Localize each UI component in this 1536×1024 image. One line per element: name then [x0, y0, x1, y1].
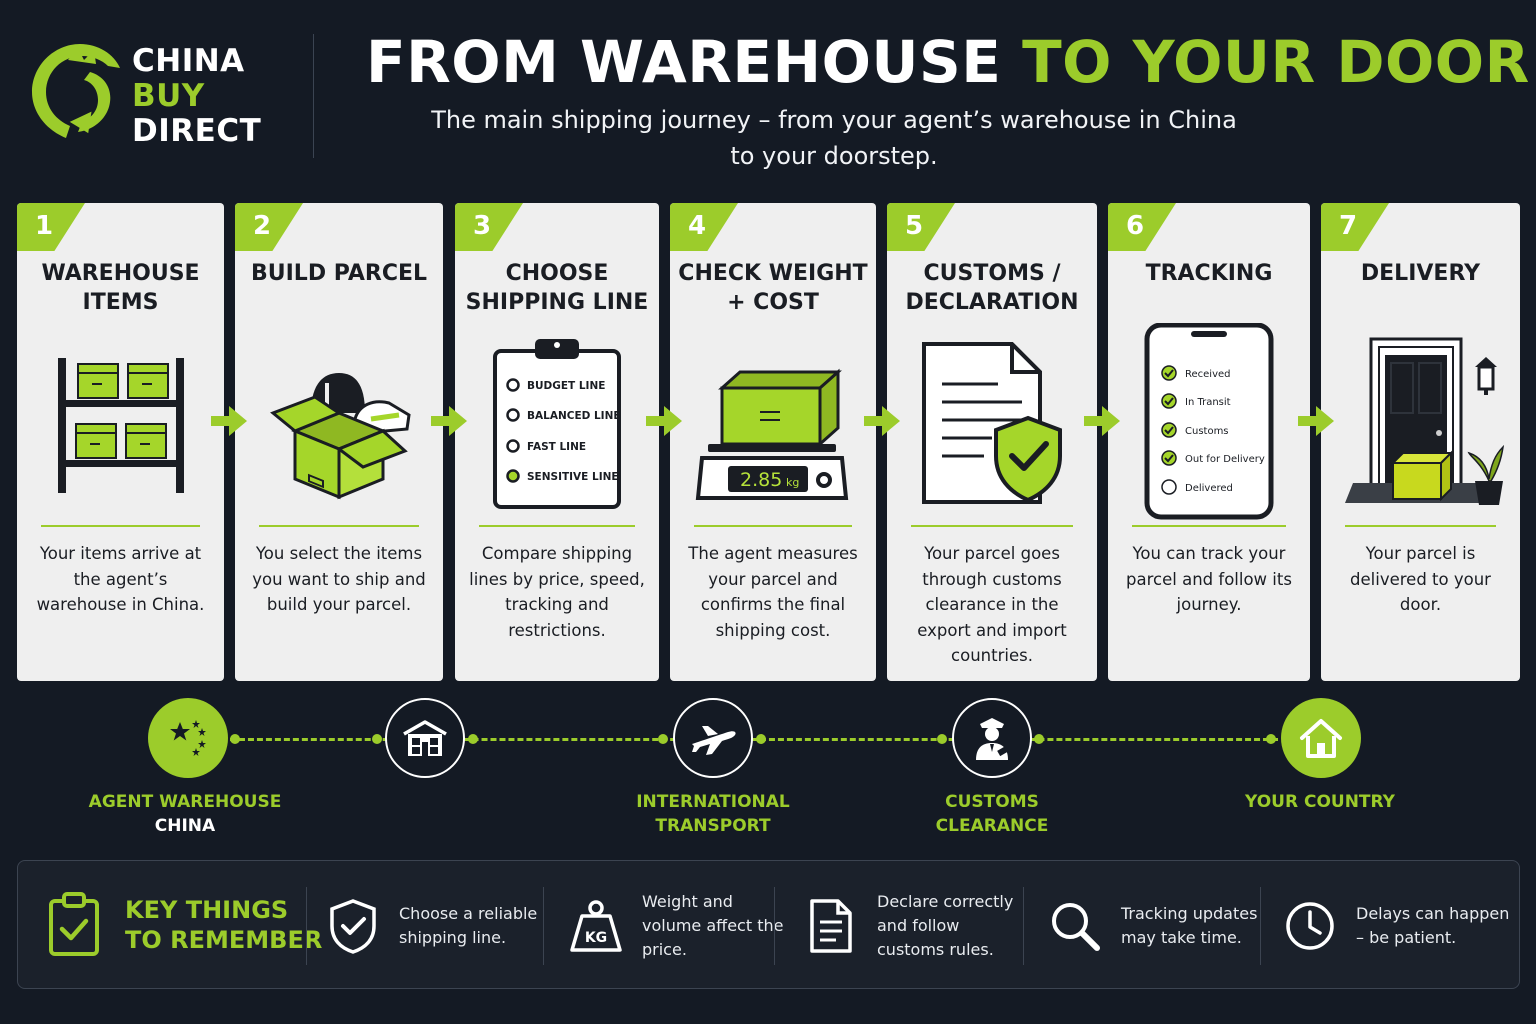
arrow-right-icon: [1084, 406, 1120, 436]
weight-readout: 2.85: [740, 469, 782, 491]
customs-officer-icon: [976, 718, 1009, 760]
shipping-option: BALANCED LINE: [527, 410, 621, 422]
document-icon: [810, 899, 852, 953]
china-flag-icon: [170, 720, 206, 756]
route-node-warehouse: [385, 698, 465, 778]
step-number: 2: [253, 211, 272, 241]
clock-icon: [1286, 902, 1334, 950]
key-item-shipping-line: Choose a reliable shipping line.: [323, 885, 543, 967]
step-number: 3: [473, 211, 492, 241]
shipping-option: SENSITIVE LINE: [527, 471, 619, 483]
title-white: FROM WAREHOUSE: [366, 28, 1002, 96]
house-icon: [1300, 719, 1342, 758]
step-description: Your parcel goes through customs clearan…: [917, 544, 1067, 666]
step-description: You select the items you want to ship an…: [252, 544, 426, 615]
step-description: Compare shipping lines by price, speed, …: [469, 544, 645, 640]
tracking-status: Customs: [1185, 426, 1229, 437]
step-title: WAREHOUSE ITEMS: [41, 261, 200, 315]
step-card-1: 1 WAREHOUSE ITEMS Your items arrive at t…: [17, 203, 224, 681]
key-item-delays: Delays can happen – be patient.: [1280, 885, 1512, 967]
clipboard-check-icon: [49, 892, 99, 956]
airplane-icon: [692, 726, 736, 755]
step-description: Your parcel is delivered to your door.: [1350, 544, 1491, 615]
brand-name: CHINA BUY DIRECT: [132, 44, 261, 149]
page-title: FROM WAREHOUSE TO YOUR DOOR: [366, 28, 1530, 96]
brand-line3: DIRECT: [132, 113, 262, 149]
scale-icon: 2.85 kg: [695, 368, 849, 500]
shipping-option: BUDGET LINE: [527, 380, 605, 392]
arrow-right-icon: [211, 406, 247, 436]
step-card-6: 6 TRACKING Received In Transit Customs O…: [1108, 203, 1310, 681]
brand-logo[interactable]: CHINA BUY DIRECT: [28, 38, 288, 158]
arrow-right-icon: [431, 406, 467, 436]
step-card-7: 7 DELIVERY Your parcel is delivered to y…: [1321, 203, 1520, 681]
step-description: The agent measures your parcel and confi…: [688, 544, 858, 640]
header-divider: [313, 34, 314, 158]
step-number: 1: [35, 211, 54, 241]
step-description: Your items arrive at the agent’s warehou…: [36, 544, 205, 615]
arrow-right-icon: [1298, 406, 1334, 436]
clipboard-icon: BUDGET LINE BALANCED LINE FAST LINE SENS…: [493, 339, 621, 509]
route-node-your-country: [1281, 698, 1361, 778]
brand-line1: CHINA: [132, 43, 245, 79]
kg-weight-icon: KG: [570, 900, 622, 952]
key-heading-line1: KEY THINGS: [125, 896, 289, 924]
step-number: 4: [688, 211, 707, 241]
front-door-icon: [1344, 337, 1504, 505]
open-box-icon: [270, 373, 411, 500]
title-green: TO YOUR DOOR: [1022, 28, 1530, 96]
step-title: CHECK WEIGHT + COST: [678, 261, 868, 315]
step-title: DELIVERY: [1360, 261, 1481, 286]
kg-label: KG: [585, 930, 607, 946]
step-card-2: 2 BUILD PARCEL You select the items you …: [235, 203, 443, 681]
step-card-3: 3 CHOOSE SHIPPING LINE BUDGET LINE BALAN…: [455, 203, 659, 681]
phone-tracking-icon: Received In Transit Customs Out for Deli…: [1144, 323, 1274, 520]
warehouse-building-icon: [403, 720, 447, 756]
route-node-warehouse-china: [148, 698, 228, 778]
step-number: 6: [1126, 211, 1145, 241]
tracking-status: In Transit: [1185, 397, 1231, 408]
document-shield-icon: [922, 341, 1062, 504]
step-card-5: 5 CUSTOMS / DECLARATION Your parcel goes…: [887, 203, 1097, 681]
key-item-tracking: Tracking updates may take time.: [1045, 885, 1267, 967]
shipping-option: FAST LINE: [527, 441, 586, 453]
step-title: CHOOSE SHIPPING LINE: [465, 261, 649, 315]
key-item-declare: Declare correctly and follow customs rul…: [801, 885, 1027, 967]
route-label-customs: CUSTOMS CLEARANCE: [935, 792, 1049, 836]
tracking-status: Delivered: [1185, 483, 1233, 494]
route-node-transport: [673, 698, 753, 778]
route-label-your-country: YOUR COUNTRY: [1245, 792, 1395, 812]
step-card-4: 4 CHECK WEIGHT + COST 2.85 kg The agent …: [670, 203, 876, 681]
shield-check-icon: [330, 899, 376, 954]
tracking-status: Out for Delivery: [1185, 454, 1265, 465]
key-item-weight: KG Weight and volume affect the price.: [566, 885, 790, 967]
step-description: You can track your parcel and follow its…: [1126, 544, 1292, 615]
magnifier-icon: [1052, 903, 1100, 951]
key-heading-line2: TO REMEMBER: [125, 926, 323, 954]
route-line: [230, 738, 1278, 741]
key-things-heading: KEY THINGS TO REMEMBER: [48, 887, 322, 965]
tracking-status: Received: [1185, 369, 1231, 380]
step-title: TRACKING: [1145, 261, 1273, 286]
brand-line2: BUY: [132, 78, 205, 114]
step-number: 5: [905, 211, 924, 241]
step-title: CUSTOMS / DECLARATION: [905, 261, 1079, 315]
route-label-warehouse-china: AGENT WAREHOUSE CHINA: [88, 792, 282, 836]
arrow-right-icon: [646, 406, 682, 436]
arrow-right-icon: [864, 406, 900, 436]
weight-unit: kg: [786, 476, 799, 489]
step-number: 7: [1339, 211, 1358, 241]
route-node-customs: [952, 698, 1032, 778]
warehouse-shelf-icon: [57, 358, 184, 493]
key-things-panel: KEY THINGS TO REMEMBER Choose a reliable…: [17, 860, 1520, 989]
page-subtitle: The main shipping journey – from your ag…: [431, 106, 1237, 170]
step-title: BUILD PARCEL: [250, 261, 428, 286]
dragon-logo-icon: [32, 44, 120, 138]
route-label-transport: INTERNATIONAL TRANSPORT: [636, 792, 790, 836]
